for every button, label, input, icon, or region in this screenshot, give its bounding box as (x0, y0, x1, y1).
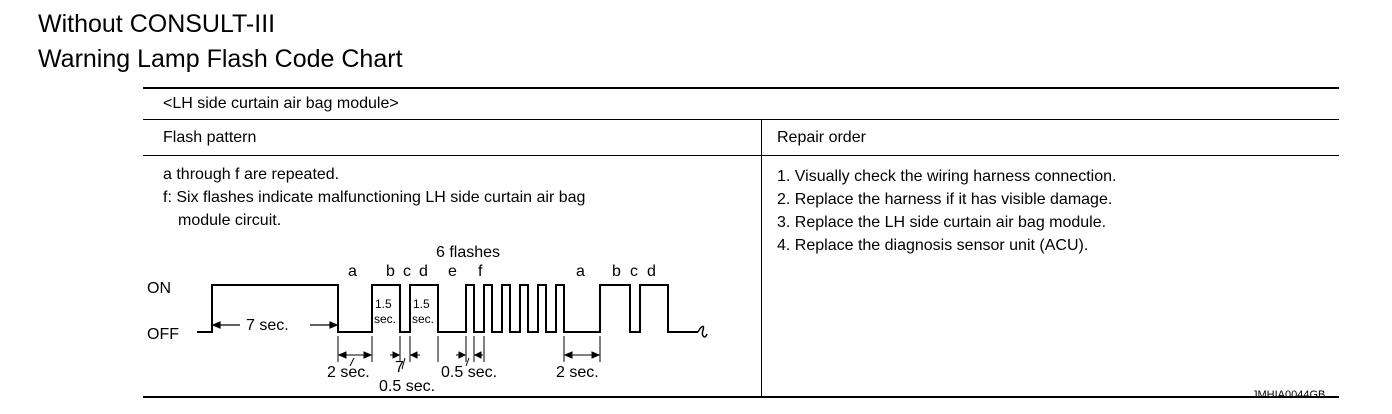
flash-note-3: module circuit. (178, 212, 282, 229)
label-0-5-sec-c: 0.5 sec. (379, 378, 435, 395)
letter-c-first: c (403, 263, 411, 280)
page-title-line-1: Without CONSULT-III (38, 10, 276, 38)
letter-d-second: d (647, 263, 656, 280)
repair-step-1: 1. Visually check the wiring harness con… (777, 168, 1117, 185)
table-header-rule (143, 155, 1339, 156)
table-bottom-rule (143, 396, 1339, 398)
repair-step-2: 2. Replace the harness if it has visible… (777, 191, 1113, 208)
letter-b-first: b (386, 263, 395, 280)
label-off: OFF (147, 326, 179, 343)
table-column-divider (761, 120, 762, 397)
repair-step-3: 3. Replace the LH side curtain air bag m… (777, 214, 1107, 231)
repair-order-header: Repair order (777, 129, 866, 146)
table-caption: <LH side curtain air bag module> (163, 95, 399, 112)
label-6-flashes: 6 flashes (436, 244, 500, 261)
label-7-sec: 7 sec. (246, 317, 289, 334)
label-on: ON (147, 280, 171, 297)
label-2-sec-first: 2 sec. (327, 364, 370, 381)
flash-note-1: a through f are repeated. (163, 166, 340, 183)
label-2-sec-second: 2 sec. (556, 364, 599, 381)
label-1-5-sec-second: sec. (412, 312, 434, 326)
flash-pattern-header: Flash pattern (163, 129, 257, 146)
letter-a-first: a (348, 263, 357, 280)
label-1-5-first: 1.5 (375, 297, 392, 311)
letter-f: f (478, 263, 483, 280)
letter-b-second: b (612, 263, 621, 280)
label-1-5-sec-first: sec. (374, 312, 396, 326)
table-caption-rule (143, 119, 1339, 120)
waveform-signal (197, 284, 698, 333)
repair-step-4: 4. Replace the diagnosis sensor unit (AC… (777, 237, 1089, 254)
table-top-rule (143, 87, 1339, 89)
letter-d-first: d (419, 263, 428, 280)
waveform-break-icon (697, 325, 708, 338)
letter-c-second: c (630, 263, 638, 280)
page-title-line-2: Warning Lamp Flash Code Chart (38, 45, 403, 73)
label-0-5-sec-e: 0.5 sec. (441, 364, 497, 381)
label-1-5-second: 1.5 (413, 297, 430, 311)
figure-id: JMHIA0044GB (1252, 389, 1326, 401)
flash-note-2: f: Six flashes indicate malfunctioning L… (163, 189, 586, 206)
label-slash-seven: 7 (395, 359, 404, 376)
letter-a-second: a (576, 263, 585, 280)
letter-e: e (448, 263, 457, 280)
